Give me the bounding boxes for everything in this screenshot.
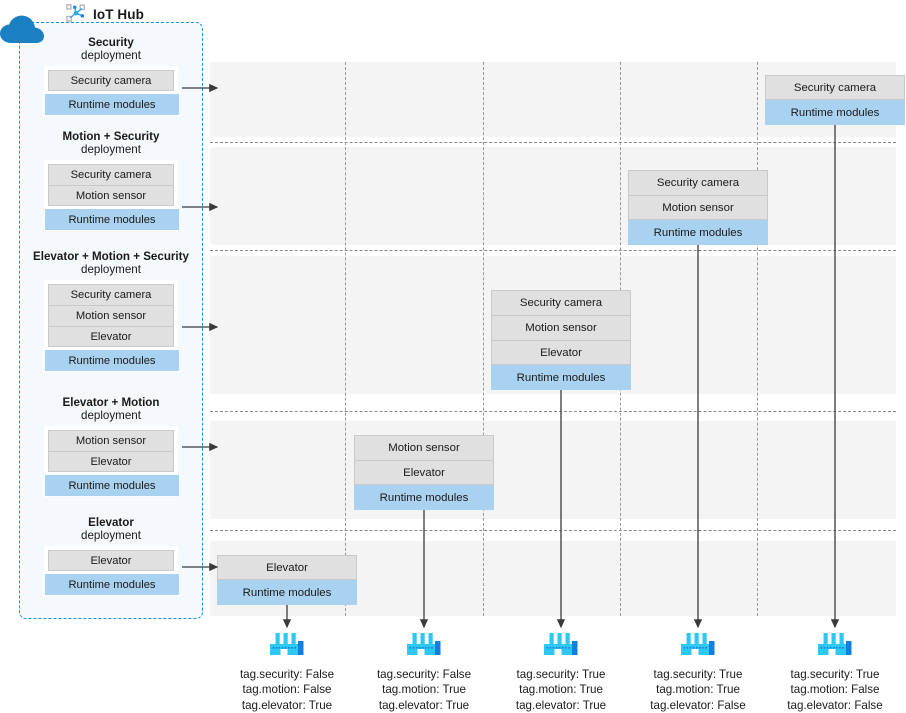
deployment-group-elevator-motion[interactable]: Elevator + Motion deployment Motion sens…	[21, 396, 201, 497]
runtime-modules: Runtime modules	[217, 580, 357, 605]
device-4[interactable]: tag.security: True tag.motion: True tag.…	[628, 632, 768, 713]
runtime-modules: Runtime modules	[45, 474, 179, 496]
device-3[interactable]: tag.security: True tag.motion: True tag.…	[491, 632, 631, 713]
module-item: Elevator	[48, 325, 174, 347]
grid-band-row-4	[210, 421, 896, 519]
deployment-group-security[interactable]: Security deployment Security camera Runt…	[21, 36, 201, 116]
module-item: Security camera	[628, 170, 768, 195]
deployment-title: Elevator deployment	[81, 516, 141, 542]
deployment-title: Security deployment	[81, 36, 141, 62]
column-divider	[483, 62, 484, 616]
device-tags: tag.security: True tag.motion: False tag…	[765, 667, 905, 713]
module-item: Motion sensor	[48, 304, 174, 326]
grid-band-row-2	[210, 147, 896, 245]
tag-security: tag.security: True	[653, 668, 743, 681]
runtime-modules: Runtime modules	[45, 349, 179, 371]
deployment-group-motion-security[interactable]: Motion + Security deployment Security ca…	[21, 130, 201, 231]
tag-elevator: tag.elevator: True	[378, 698, 470, 712]
deployment-title: Elevator + Motion deployment	[62, 396, 160, 422]
module-item: Motion sensor	[48, 184, 174, 206]
module-item: Security camera	[48, 283, 174, 305]
runtime-modules: Runtime modules	[765, 100, 905, 125]
runtime-modules: Runtime modules	[45, 208, 179, 230]
column-divider	[757, 62, 758, 616]
column-divider	[345, 62, 346, 616]
module-item: Elevator	[491, 340, 631, 365]
module-item: Motion sensor	[628, 195, 768, 220]
module-item: Motion sensor	[48, 429, 174, 451]
tag-elevator: tag.elevator: True	[241, 698, 333, 712]
cloud-icon	[0, 15, 44, 43]
tag-security: tag.security: True	[516, 668, 606, 681]
tag-security: tag.security: True	[790, 668, 880, 681]
runtime-modules: Runtime modules	[628, 220, 768, 245]
device-module-stack-row-3: Security camera Motion sensor Elevator R…	[491, 290, 631, 390]
deployment-group-elevator[interactable]: Elevator deployment Elevator Runtime mod…	[21, 516, 201, 596]
module-stack: Elevator Runtime modules	[44, 545, 179, 596]
module-item: Elevator	[48, 450, 174, 472]
tag-elevator: tag.elevator: False	[650, 698, 746, 712]
tag-motion: tag.motion: False	[242, 683, 332, 697]
factory-icon	[818, 633, 852, 655]
device-tags: tag.security: True tag.motion: True tag.…	[491, 667, 631, 713]
tag-motion: tag.motion: False	[790, 683, 880, 697]
row-divider	[210, 142, 896, 143]
factory-icon	[407, 633, 441, 655]
module-item: Elevator	[354, 460, 494, 485]
device-tags: tag.security: True tag.motion: True tag.…	[628, 667, 768, 713]
module-item: Elevator	[48, 549, 174, 571]
tag-motion: tag.motion: True	[519, 683, 603, 697]
device-module-stack-row-4: Motion sensor Elevator Runtime modules	[354, 435, 494, 510]
module-stack: Security camera Motion sensor Elevator R…	[44, 279, 179, 372]
device-1[interactable]: tag.security: False tag.motion: False ta…	[217, 632, 357, 713]
device-2[interactable]: tag.security: False tag.motion: True tag…	[354, 632, 494, 713]
module-item: Security camera	[491, 290, 631, 315]
runtime-modules: Runtime modules	[491, 365, 631, 390]
runtime-modules: Runtime modules	[45, 573, 179, 595]
device-5[interactable]: tag.security: True tag.motion: False tag…	[765, 632, 905, 713]
device-tags: tag.security: False tag.motion: False ta…	[217, 667, 357, 713]
module-item: Motion sensor	[491, 315, 631, 340]
iot-hub-icon	[66, 4, 85, 22]
module-item: Motion sensor	[354, 435, 494, 460]
tag-security: tag.security: False	[239, 668, 335, 681]
device-module-stack-row-2: Security camera Motion sensor Runtime mo…	[628, 170, 768, 245]
tag-elevator: tag.elevator: False	[787, 698, 883, 712]
tag-security: tag.security: False	[376, 668, 472, 681]
tag-motion: tag.motion: True	[382, 683, 466, 697]
module-stack: Security camera Motion sensor Runtime mo…	[44, 159, 179, 231]
module-item: Security camera	[48, 69, 174, 91]
module-stack: Security camera Runtime modules	[44, 65, 179, 116]
deployment-group-elevator-motion-security[interactable]: Elevator + Motion + Security deployment …	[21, 250, 201, 372]
deployment-title: Elevator + Motion + Security deployment	[33, 250, 189, 276]
iot-hub-label: IoT Hub	[93, 6, 144, 22]
device-tags: tag.security: False tag.motion: True tag…	[354, 667, 494, 713]
factory-icon	[681, 633, 715, 655]
module-item: Security camera	[48, 163, 174, 185]
row-divider	[210, 411, 896, 412]
module-stack: Motion sensor Elevator Runtime modules	[44, 425, 179, 497]
runtime-modules: Runtime modules	[45, 93, 179, 115]
factory-icon	[544, 633, 578, 655]
tag-motion: tag.motion: True	[656, 683, 740, 697]
device-module-stack-row-5: Elevator Runtime modules	[217, 555, 357, 605]
deployment-title: Motion + Security deployment	[62, 130, 160, 156]
factory-icon	[270, 633, 304, 655]
row-divider	[210, 530, 896, 531]
iot-hub-title: IoT Hub	[66, 2, 216, 26]
runtime-modules: Runtime modules	[354, 485, 494, 510]
module-item: Elevator	[217, 555, 357, 580]
tag-elevator: tag.elevator: True	[515, 698, 607, 712]
device-module-stack-row-1: Security camera Runtime modules	[765, 75, 905, 125]
row-divider	[210, 250, 896, 251]
module-item: Security camera	[765, 75, 905, 100]
